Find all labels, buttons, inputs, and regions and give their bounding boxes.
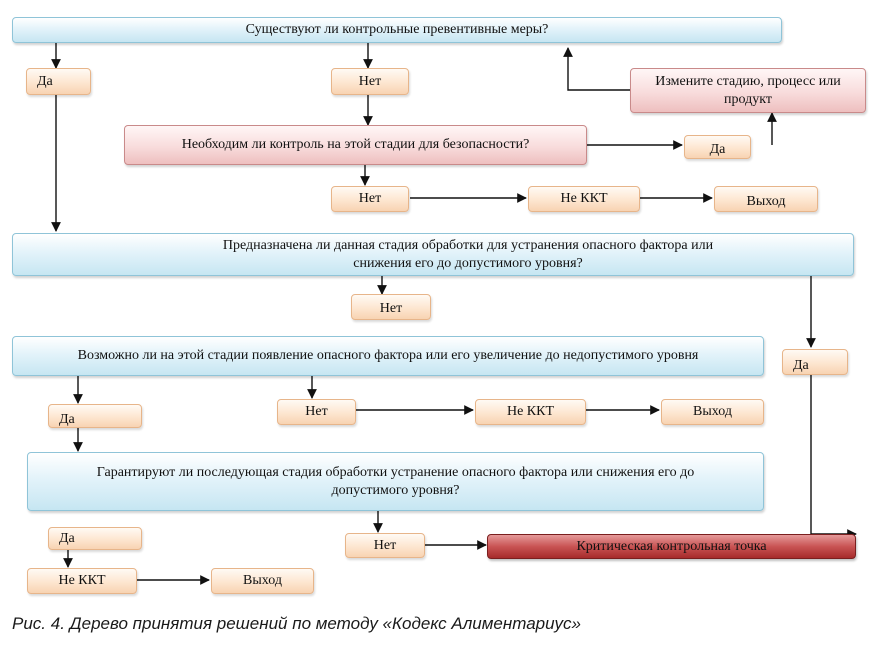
no1-box: Нет [331, 68, 409, 95]
yes2-box: Да [684, 135, 751, 159]
q2-box: Необходим ли контроль на этой стадии для… [124, 125, 587, 165]
q3-box: Предназначена ли данная стадия обработки… [12, 233, 854, 276]
exit2-box: Выход [661, 399, 764, 425]
yes3-box: Да [782, 349, 848, 375]
yes4-box: Да [48, 404, 142, 428]
ccp-box: Критическая контрольная точка [487, 534, 856, 559]
yes1-box: Да [26, 68, 91, 95]
yes5-box: Да [48, 527, 142, 550]
change-box: Измените стадию, процесс или продукт [630, 68, 866, 113]
no2-box: Нет [331, 186, 409, 212]
q5-box: Гарантируют ли последующая стадия обрабо… [27, 452, 764, 511]
not-ccp1-box: Не ККТ [528, 186, 640, 212]
exit3-box: Выход [211, 568, 314, 594]
q1-box: Существуют ли контрольные превентивные м… [12, 17, 782, 43]
exit1-box: Выход [714, 186, 818, 212]
no3-box: Нет [351, 294, 431, 320]
edge-change-q1 [563, 47, 630, 91]
not-ccp3-box: Не ККТ [27, 568, 137, 594]
q4-box: Возможно ли на этой стадии появление опа… [12, 336, 764, 376]
no4-box: Нет [277, 399, 356, 425]
not-ccp2-box: Не ККТ [475, 399, 586, 425]
edge-yes3-ccp [810, 375, 857, 539]
no5-box: Нет [345, 533, 425, 558]
figure-caption: Рис. 4. Дерево принятия решений по метод… [12, 614, 582, 633]
